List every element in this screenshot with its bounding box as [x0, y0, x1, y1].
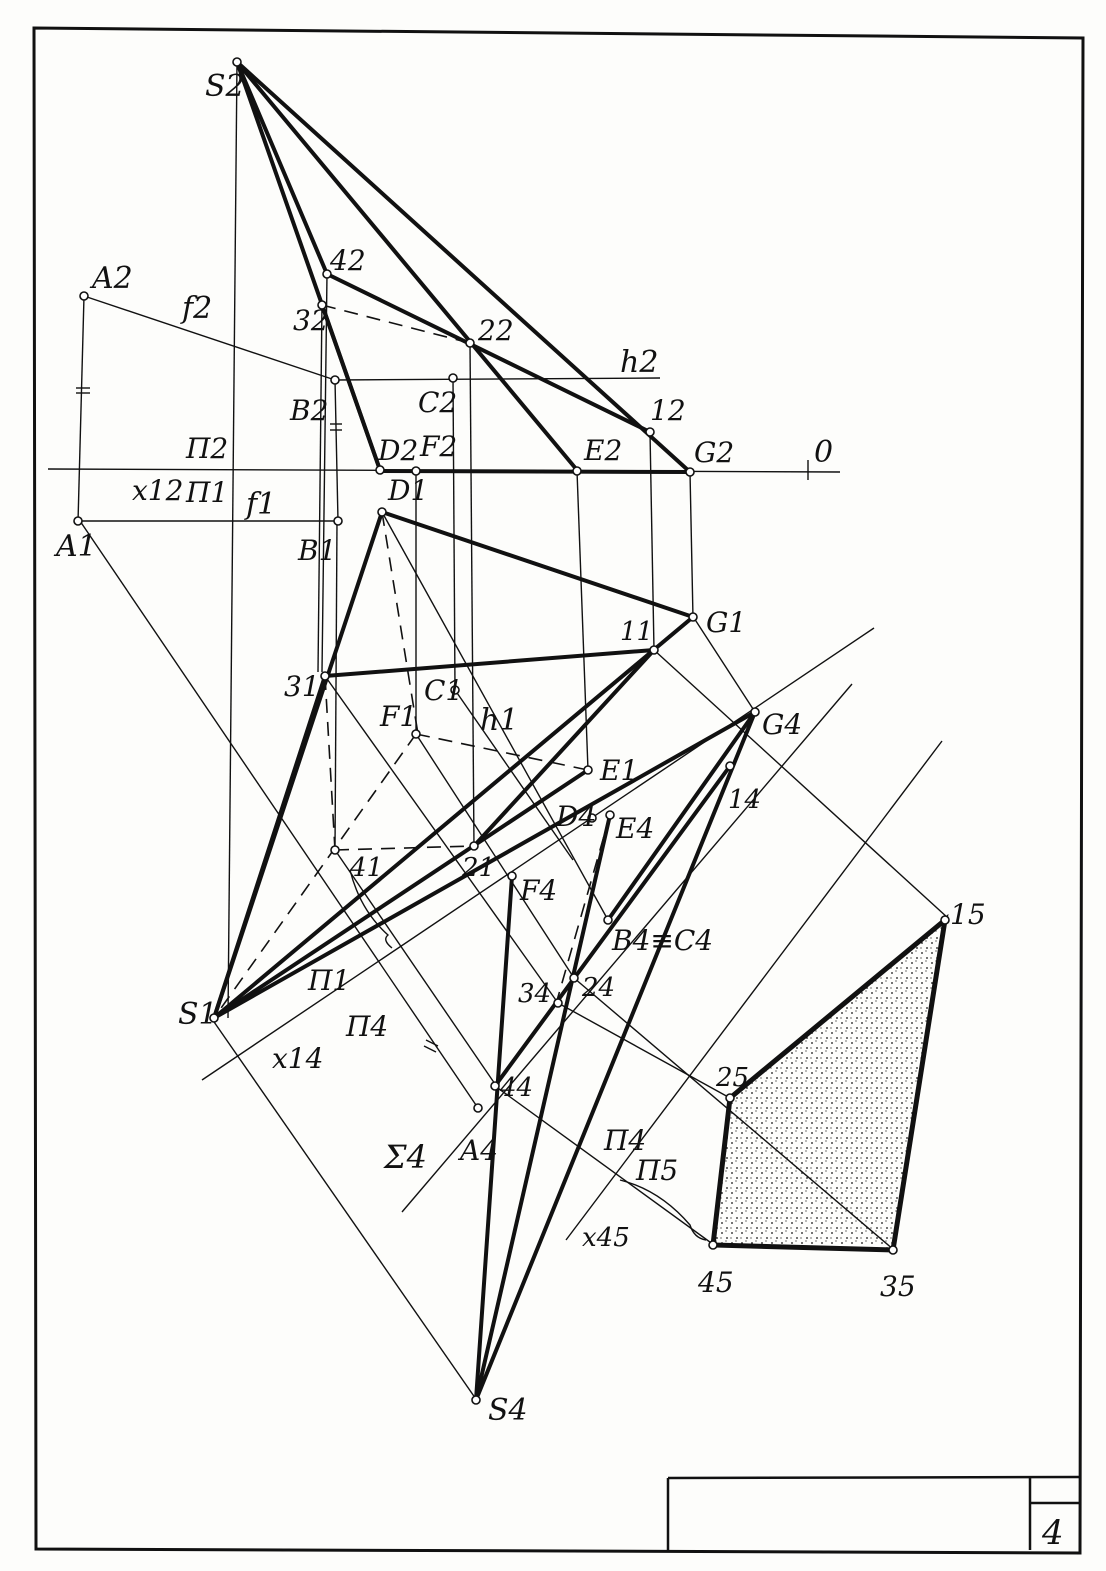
point-labels: S2 A2 f2 42 32 22 h2 B2 C2 12 Π2 D2 F2 E…: [53, 69, 986, 1428]
label-x12: x12: [132, 474, 183, 507]
title-block: [666, 1475, 1081, 1550]
label-P5: Π5: [635, 1154, 678, 1187]
label-41: 41: [349, 853, 383, 883]
label-P2: Π2: [185, 432, 228, 465]
label-34: 34: [518, 979, 551, 1009]
label-F2: F2: [419, 430, 457, 463]
label-x14: x14: [272, 1042, 323, 1075]
label-24: 24: [581, 973, 615, 1003]
visible-edges: [212, 60, 757, 1402]
label-S2: S2: [205, 69, 245, 104]
label-22: 22: [477, 314, 514, 347]
label-F4: F4: [519, 874, 557, 907]
label-B2: B2: [289, 394, 328, 427]
label-35: 35: [880, 1270, 916, 1303]
label-E2: E2: [583, 434, 622, 467]
label-14: 14: [728, 785, 761, 815]
label-G2: G2: [694, 436, 734, 469]
dimension-marks: [76, 387, 809, 1241]
label-A4: A4: [457, 1134, 498, 1167]
label-P4a: Π4: [345, 1010, 388, 1043]
label-D2: D2: [377, 434, 418, 467]
label-E4: E4: [615, 812, 654, 845]
label-F1: F1: [379, 700, 417, 733]
label-C2: C2: [418, 386, 457, 419]
label-P1a: Π1: [185, 476, 228, 509]
label-S4: S4: [488, 1393, 528, 1428]
label-S1: S1: [178, 997, 218, 1032]
label-11: 11: [620, 617, 653, 647]
label-G4: G4: [762, 708, 802, 741]
label-P4b: Π4: [603, 1124, 646, 1157]
label-B4C4: B4≡C4: [611, 924, 713, 957]
label-G1: G1: [706, 606, 746, 639]
label-31: 31: [284, 670, 320, 703]
label-45: 45: [697, 1266, 734, 1299]
label-Sigma4: Σ4: [383, 1138, 427, 1176]
label-21: 21: [461, 853, 495, 883]
label-A1: A1: [53, 529, 97, 564]
sheet-frame: [32, 26, 1085, 1555]
label-D1: D1: [387, 474, 428, 507]
label-25: 25: [715, 1063, 749, 1093]
label-C1: C1: [424, 674, 463, 707]
label-B1: B1: [297, 534, 336, 567]
label-12: 12: [650, 394, 686, 427]
label-15: 15: [950, 898, 986, 931]
label-f2: f2: [180, 291, 212, 326]
label-42: 42: [329, 244, 366, 277]
label-h2: h2: [620, 345, 658, 380]
label-E1: E1: [599, 754, 638, 787]
label-D4: D4: [555, 800, 596, 833]
sheet-number: 4: [1041, 1513, 1064, 1553]
label-x45: x45: [582, 1223, 630, 1253]
construction-lines: [47, 61, 949, 1403]
label-f1: f1: [244, 487, 276, 522]
label-O: 0: [814, 435, 833, 470]
label-44: 44: [499, 1073, 533, 1103]
hidden-lines: [213, 304, 651, 1019]
label-32: 32: [293, 304, 329, 337]
label-P1b: Π1: [307, 964, 350, 997]
label-h1: h1: [480, 703, 518, 738]
projection-points: [73, 57, 950, 1405]
label-A2: A2: [89, 261, 133, 296]
